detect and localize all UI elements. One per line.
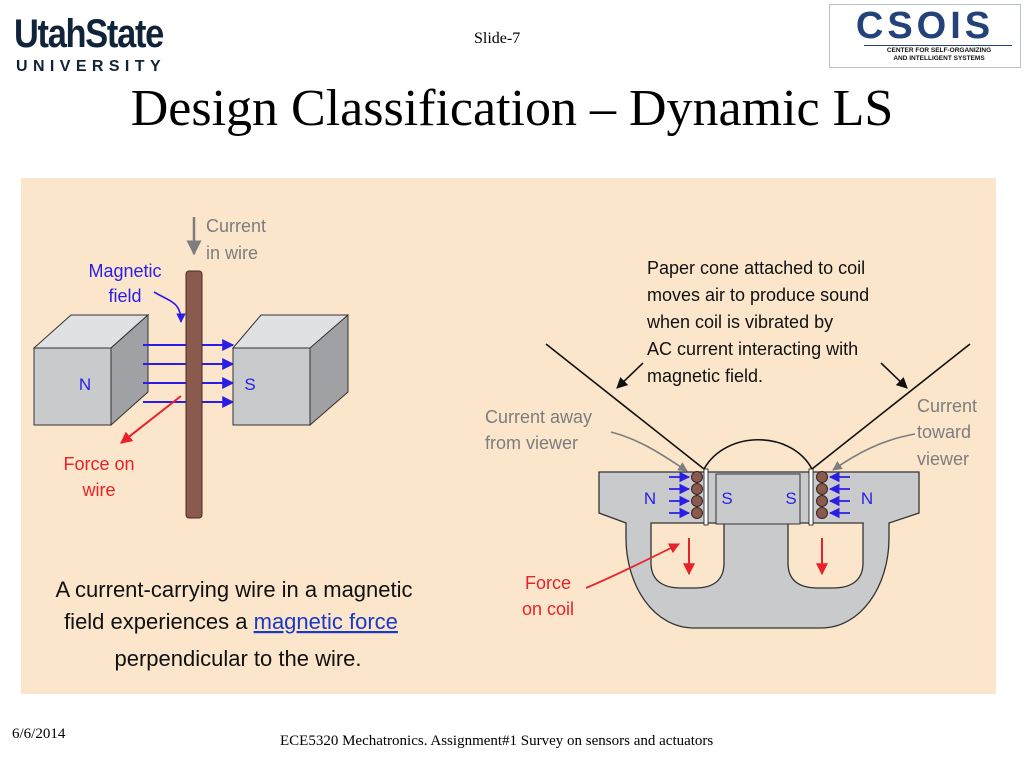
dust-cap <box>703 439 813 470</box>
slide-number: Slide-7 <box>474 30 521 47</box>
force-coil-label-1: Force <box>525 573 571 593</box>
left-force-arrow <box>120 395 182 444</box>
paper-cone <box>545 343 971 470</box>
coil-left <box>691 468 709 526</box>
left-caption-line3: perpendicular to the wire. <box>114 646 361 671</box>
away-label-1: Current away <box>485 407 592 427</box>
left-magnetic-label-2: field <box>108 286 141 306</box>
cone-line-3: when coil is vibrated by <box>646 312 833 332</box>
cone-text-block: Paper cone attached to coil moves air to… <box>646 258 869 386</box>
csois-logo-rule <box>864 45 1012 46</box>
toward-pointer <box>832 433 916 471</box>
right-pole-s-left: S <box>721 489 732 508</box>
right-field-arrows-right <box>828 471 850 519</box>
left-north-magnet <box>32 313 150 427</box>
toward-label-3: viewer <box>917 449 969 469</box>
utah-state-logo: UtahState UNIVERSITY <box>14 14 204 76</box>
away-label-2: from viewer <box>485 433 578 453</box>
left-caption-line2: field experiences a magnetic force <box>64 609 398 634</box>
force-coil-label-2: on coil <box>522 599 574 619</box>
cone-line-5: magnetic field. <box>647 366 763 386</box>
cone-line-2: moves air to produce sound <box>647 285 869 305</box>
toward-label-1: Current <box>917 396 977 416</box>
cone-line-1: Paper cone attached to coil <box>647 258 865 278</box>
csois-logo-text: CSOIS <box>855 5 995 47</box>
cone-pointer-right <box>880 362 908 389</box>
csois-logo-subtitle: CENTER FOR SELF-ORGANIZING AND INTELLIGE… <box>864 47 1014 63</box>
left-south-magnet <box>231 313 349 427</box>
right-pole-n-left: N <box>644 489 656 508</box>
usu-logo-line2: UNIVERSITY <box>16 58 167 75</box>
usu-logo-line1: UtahState <box>14 12 164 56</box>
left-wire <box>185 270 203 519</box>
left-caption-line1: A current-carrying wire in a magnetic <box>55 577 412 602</box>
left-current-label-1: Current <box>206 216 266 236</box>
force-coil-pointer <box>585 543 680 589</box>
left-pole-n-label: N <box>79 375 91 394</box>
magnetic-force-link[interactable]: magnetic force <box>254 609 398 634</box>
right-pole-n-right: N <box>861 489 873 508</box>
csois-logo: CSOIS CENTER FOR SELF-ORGANIZING AND INT… <box>829 4 1021 68</box>
slide-title: Design Classification – Dynamic LS <box>130 80 894 137</box>
cone-line-4: AC current interacting with <box>647 339 858 359</box>
away-pointer <box>610 431 688 472</box>
csois-subtitle-line2: AND INTELLIGENT SYSTEMS <box>893 55 985 62</box>
cone-pointer-left <box>616 362 644 389</box>
left-magnetic-label-1: Magnetic <box>88 261 161 281</box>
left-force-label-2: wire <box>81 480 115 500</box>
right-field-arrows-left <box>669 471 691 519</box>
toward-label-2: toward <box>917 422 971 442</box>
right-pole-s-right: S <box>785 489 796 508</box>
left-current-label-2: in wire <box>206 243 258 263</box>
footer-date: 6/6/2014 <box>12 726 66 742</box>
left-caption-line2-prefix: field experiences a <box>64 609 254 634</box>
center-pole <box>715 473 801 525</box>
csois-subtitle-line1: CENTER FOR SELF-ORGANIZING <box>886 47 992 54</box>
coil-right <box>808 468 828 526</box>
left-pole-s-label: S <box>244 375 255 394</box>
left-force-label-1: Force on <box>63 454 134 474</box>
loudspeaker-diagram: N Current in wire Magnetic field S Force… <box>21 178 996 694</box>
left-magnetic-pointer <box>153 291 186 323</box>
footer-course-title: ECE5320 Mechatronics. Assignment#1 Surve… <box>280 733 714 749</box>
